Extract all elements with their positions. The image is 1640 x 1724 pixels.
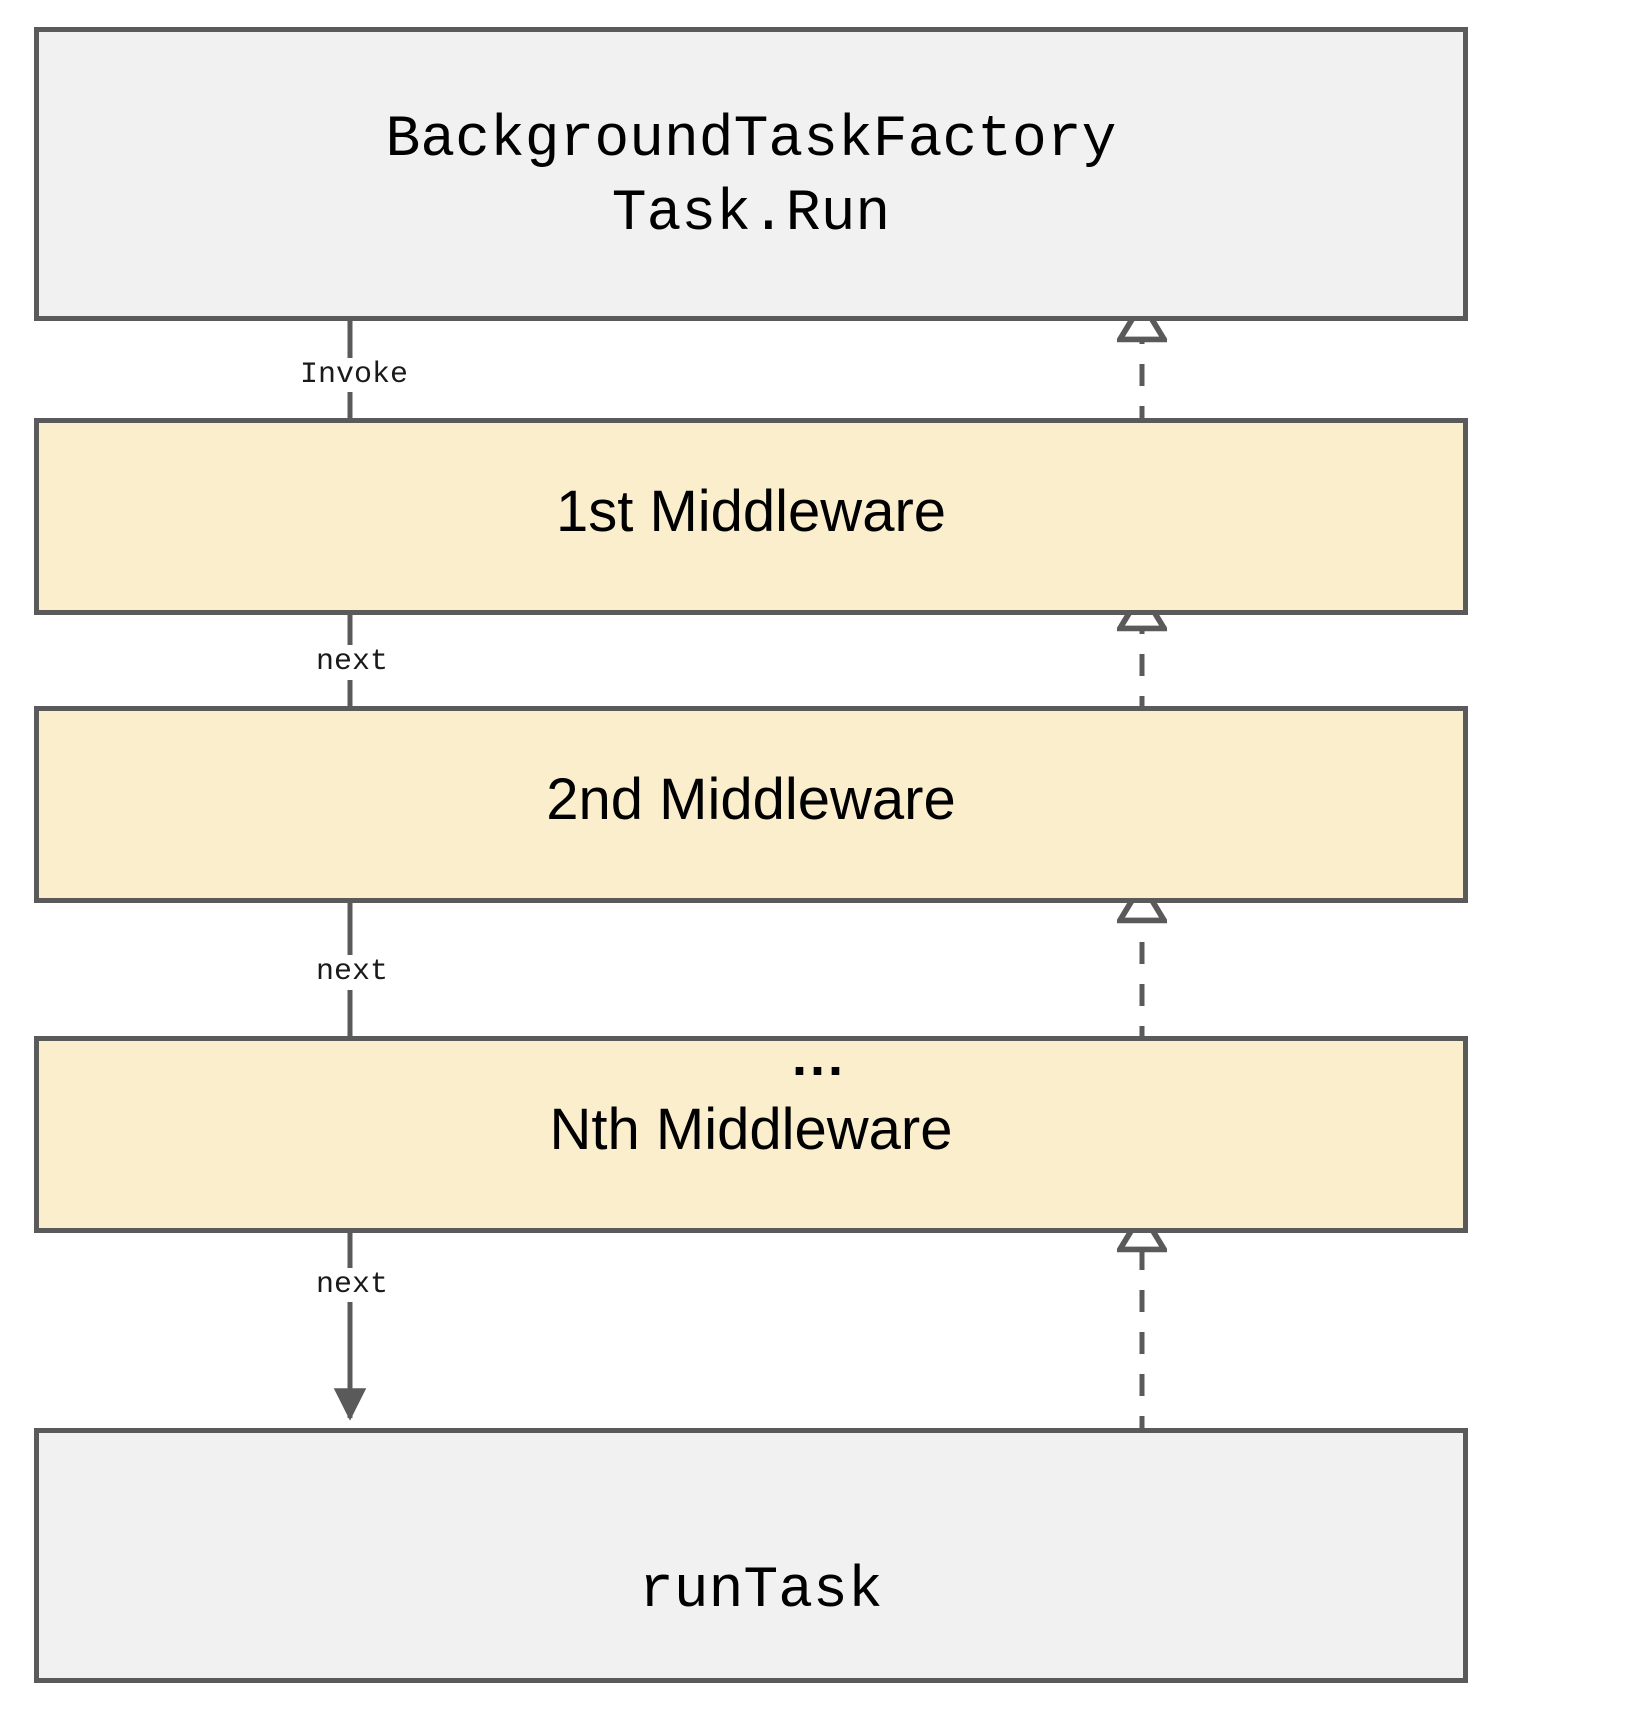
node-label-middleware-1: 1st Middleware [555, 479, 947, 544]
edge-label-next-1: next [316, 645, 389, 679]
edge-label-invoke: Invoke [300, 358, 409, 392]
node-label-middleware-2: 2nd Middleware [546, 767, 956, 832]
node-background-task-factory[interactable]: BackgroundTaskFactory Task.Run [34, 27, 1468, 321]
node-label-background-task-factory: BackgroundTaskFactory Task.Run [385, 108, 1117, 248]
edge-label-next-3: next [316, 1268, 389, 1302]
node-middleware-2[interactable]: 2nd Middleware [34, 706, 1468, 903]
node-run-task[interactable]: runTask [34, 1428, 1468, 1683]
node-label-run-task: runTask [639, 1559, 883, 1624]
node-middleware-1[interactable]: 1st Middleware [34, 418, 1468, 615]
ellipsis-indicator: ... [792, 1027, 847, 1087]
edge-label-next-2: next [316, 955, 389, 989]
node-label-middleware-n: Nth Middleware [549, 1097, 953, 1162]
node-middleware-n[interactable]: Nth Middleware [34, 1036, 1468, 1233]
